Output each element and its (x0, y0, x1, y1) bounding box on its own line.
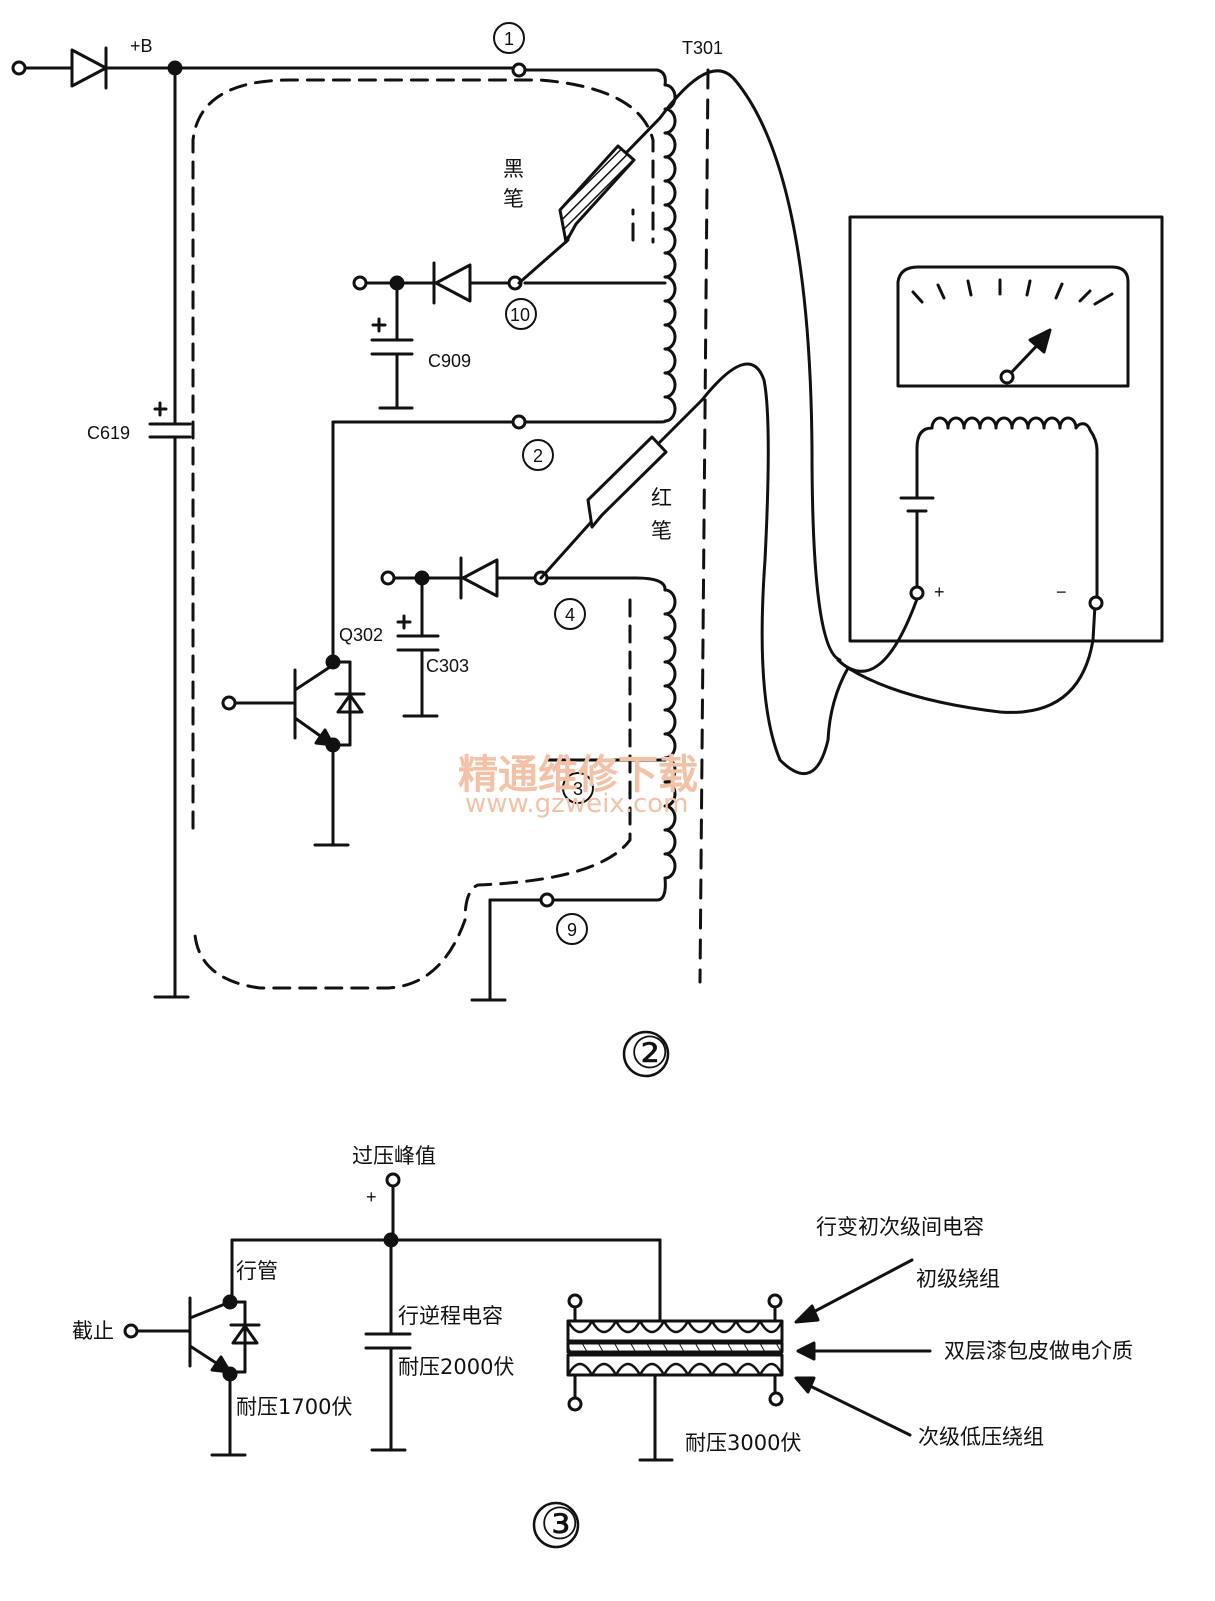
c303-label: C303 (426, 656, 469, 676)
upper-winding (523, 68, 677, 424)
red-probe-label-2: 笔 (651, 519, 672, 543)
primary-winding-label: 初级绕组 (916, 1267, 1000, 1291)
black-probe-label-2: 笔 (503, 187, 524, 211)
c909-label: C909 (428, 351, 471, 371)
diagram-2 (11, 46, 1164, 1002)
watermark: 精通维修下载 www.gzweix.com (458, 752, 698, 819)
pin2-label: 2 (533, 446, 543, 466)
black-probe (517, 69, 842, 662)
c619-label: C619 (87, 423, 130, 443)
overvoltage-peak-label: 过压峰值 (352, 1144, 436, 1168)
withstand-2000-label: 耐压2000伏 (398, 1355, 514, 1379)
dielectric-label: 双层漆包皮做电介质 (944, 1339, 1133, 1363)
diagram-3 (123, 1172, 932, 1462)
transformer-core (698, 68, 710, 984)
meter-plus-label: + (934, 582, 945, 602)
lower-winding (470, 576, 677, 1002)
winding-cross-section (566, 1293, 784, 1462)
dashed-current-loop (191, 78, 655, 990)
transistor-q302 (221, 654, 366, 847)
watermark-url: www.gzweix.com (465, 789, 689, 819)
red-probe-label-1: 红 (651, 486, 672, 510)
pin2-line (331, 414, 659, 662)
transformer-label: T301 (682, 38, 723, 58)
pin3-label: 3 (573, 779, 583, 799)
pin9-label: 9 (567, 920, 577, 940)
cutoff-label: 截止 (72, 1319, 114, 1343)
plus-label: + (366, 1187, 377, 1207)
pin10-label: 10 (510, 305, 530, 325)
withstand-1700-label: 耐压1700伏 (236, 1395, 352, 1419)
meter-scale-ticks (911, 278, 1114, 306)
callout-arrows (794, 1258, 932, 1437)
pin10-rectifier (352, 261, 523, 410)
meter-coil (915, 416, 1099, 452)
figure-2-caption: ② (630, 1028, 669, 1079)
watermark-text: 精通维修下载 (458, 752, 698, 798)
figure-3-caption: ③ (540, 1499, 579, 1550)
black-probe-label-1: 黑 (503, 157, 524, 181)
h-tube-label: 行管 (236, 1259, 278, 1283)
withstand-3000-label: 耐压3000伏 (685, 1431, 801, 1455)
inter-winding-cap-label: 行变初次级间电容 (816, 1215, 984, 1239)
pin4-label: 4 (565, 605, 575, 625)
pin1-label: 1 (504, 29, 514, 49)
multimeter (836, 215, 1164, 673)
plus-b-rail (167, 60, 659, 78)
supply-label: +B (130, 36, 153, 56)
retrace-cap-label: 行逆程电容 (398, 1304, 503, 1328)
meter-minus-label: − (1056, 582, 1067, 602)
q302-label: Q302 (339, 625, 383, 645)
horizontal-output-transistor (123, 1238, 261, 1457)
capacitor-c619 (148, 66, 192, 999)
red-probe (539, 362, 1097, 776)
pin4-rectifier (380, 556, 549, 718)
secondary-winding-label: 次级低压绕组 (918, 1425, 1044, 1449)
input-diode (11, 46, 177, 90)
